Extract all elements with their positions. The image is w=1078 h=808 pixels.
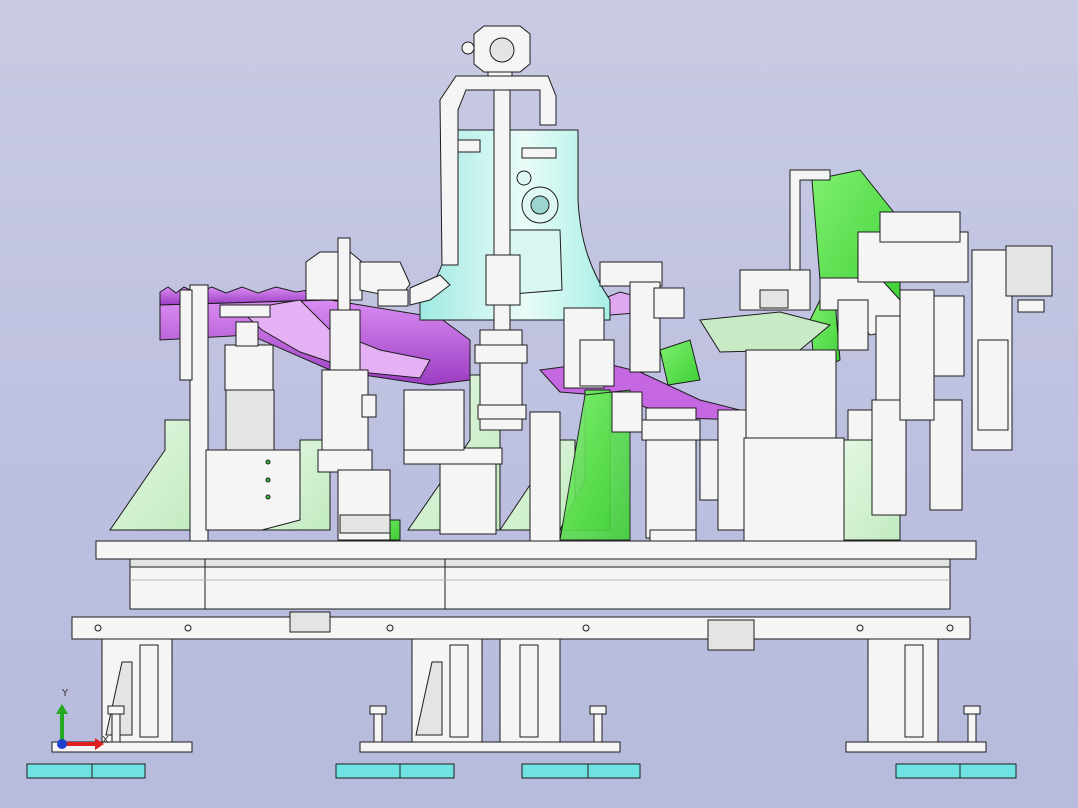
base-plate (71, 540, 977, 651)
coordinate-triad-icon (56, 704, 104, 750)
support-legs (51, 638, 987, 753)
left-center-clamp (305, 237, 451, 541)
top-lift-clamp (439, 25, 557, 431)
leveling-feet (26, 763, 1017, 779)
center-base-blocks (403, 389, 561, 543)
left-clamp-cylinders (179, 284, 301, 546)
mid-right-clamp (563, 261, 749, 549)
right-clamp-frame (739, 169, 1053, 543)
